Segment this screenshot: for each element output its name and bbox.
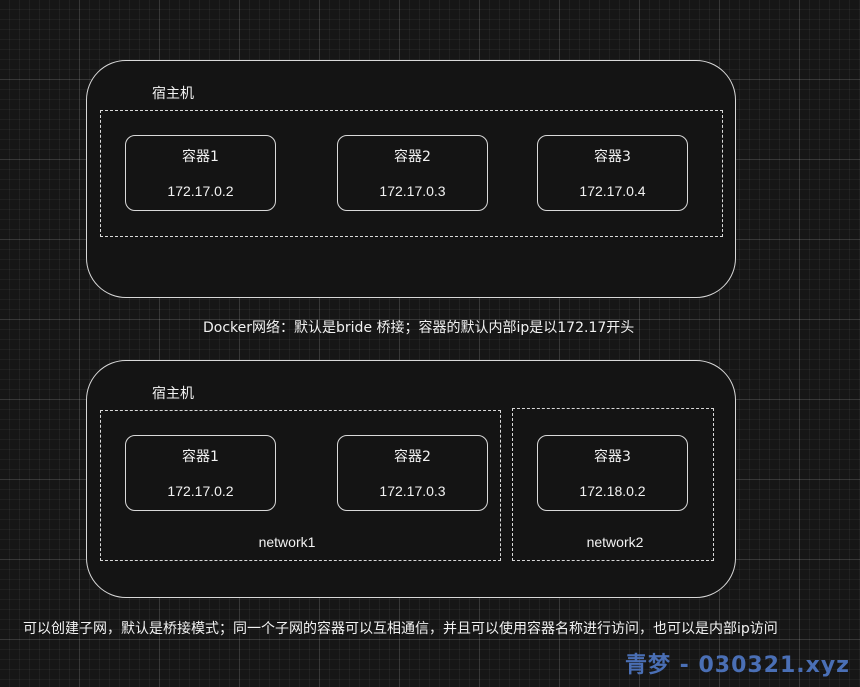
container-ip: 172.17.0.3: [379, 183, 446, 199]
container-name: 容器2: [394, 149, 431, 165]
network2-label: network2: [586, 534, 644, 550]
network1-label: network1: [258, 534, 316, 550]
caption-default-network: Docker网络：默认是bride 桥接；容器的默认内部ip是以172.17开头: [203, 320, 635, 336]
host-machine-box-2: 宿主机 容器1 172.17.0.2 容器2 172.17.0.3 容器3 17…: [86, 360, 736, 598]
caption-custom-network: 可以创建子网，默认是桥接模式；同一个子网的容器可以互相通信，并且可以使用容器名称…: [23, 621, 778, 637]
host-machine-label: 宿主机: [152, 386, 194, 402]
container-3: 容器3 172.17.0.4: [537, 135, 688, 211]
container-name: 容器3: [594, 449, 631, 465]
container-ip: 172.17.0.2: [167, 183, 234, 199]
watermark: 青梦 - 030321.xyz: [625, 653, 850, 678]
container-ip: 172.17.0.2: [167, 483, 234, 499]
container-name: 容器1: [182, 449, 219, 465]
container-ip: 172.17.0.3: [379, 483, 446, 499]
container-ip: 172.17.0.4: [579, 183, 646, 199]
default-bridge-network-box: [100, 110, 723, 237]
container-name: 容器2: [394, 449, 431, 465]
network2-box: [512, 408, 714, 561]
host-machine-box-1: 宿主机 容器1 172.17.0.2 容器2 172.17.0.3 容器3 17…: [86, 60, 736, 298]
container-1: 容器1 172.17.0.2: [125, 435, 276, 511]
container-2: 容器2 172.17.0.3: [337, 135, 488, 211]
container-name: 容器3: [594, 149, 631, 165]
host-machine-label: 宿主机: [152, 86, 194, 102]
container-name: 容器1: [182, 149, 219, 165]
container-3: 容器3 172.18.0.2: [537, 435, 688, 511]
network1-box: [100, 410, 501, 561]
container-2: 容器2 172.17.0.3: [337, 435, 488, 511]
container-ip: 172.18.0.2: [579, 483, 646, 499]
container-1: 容器1 172.17.0.2: [125, 135, 276, 211]
